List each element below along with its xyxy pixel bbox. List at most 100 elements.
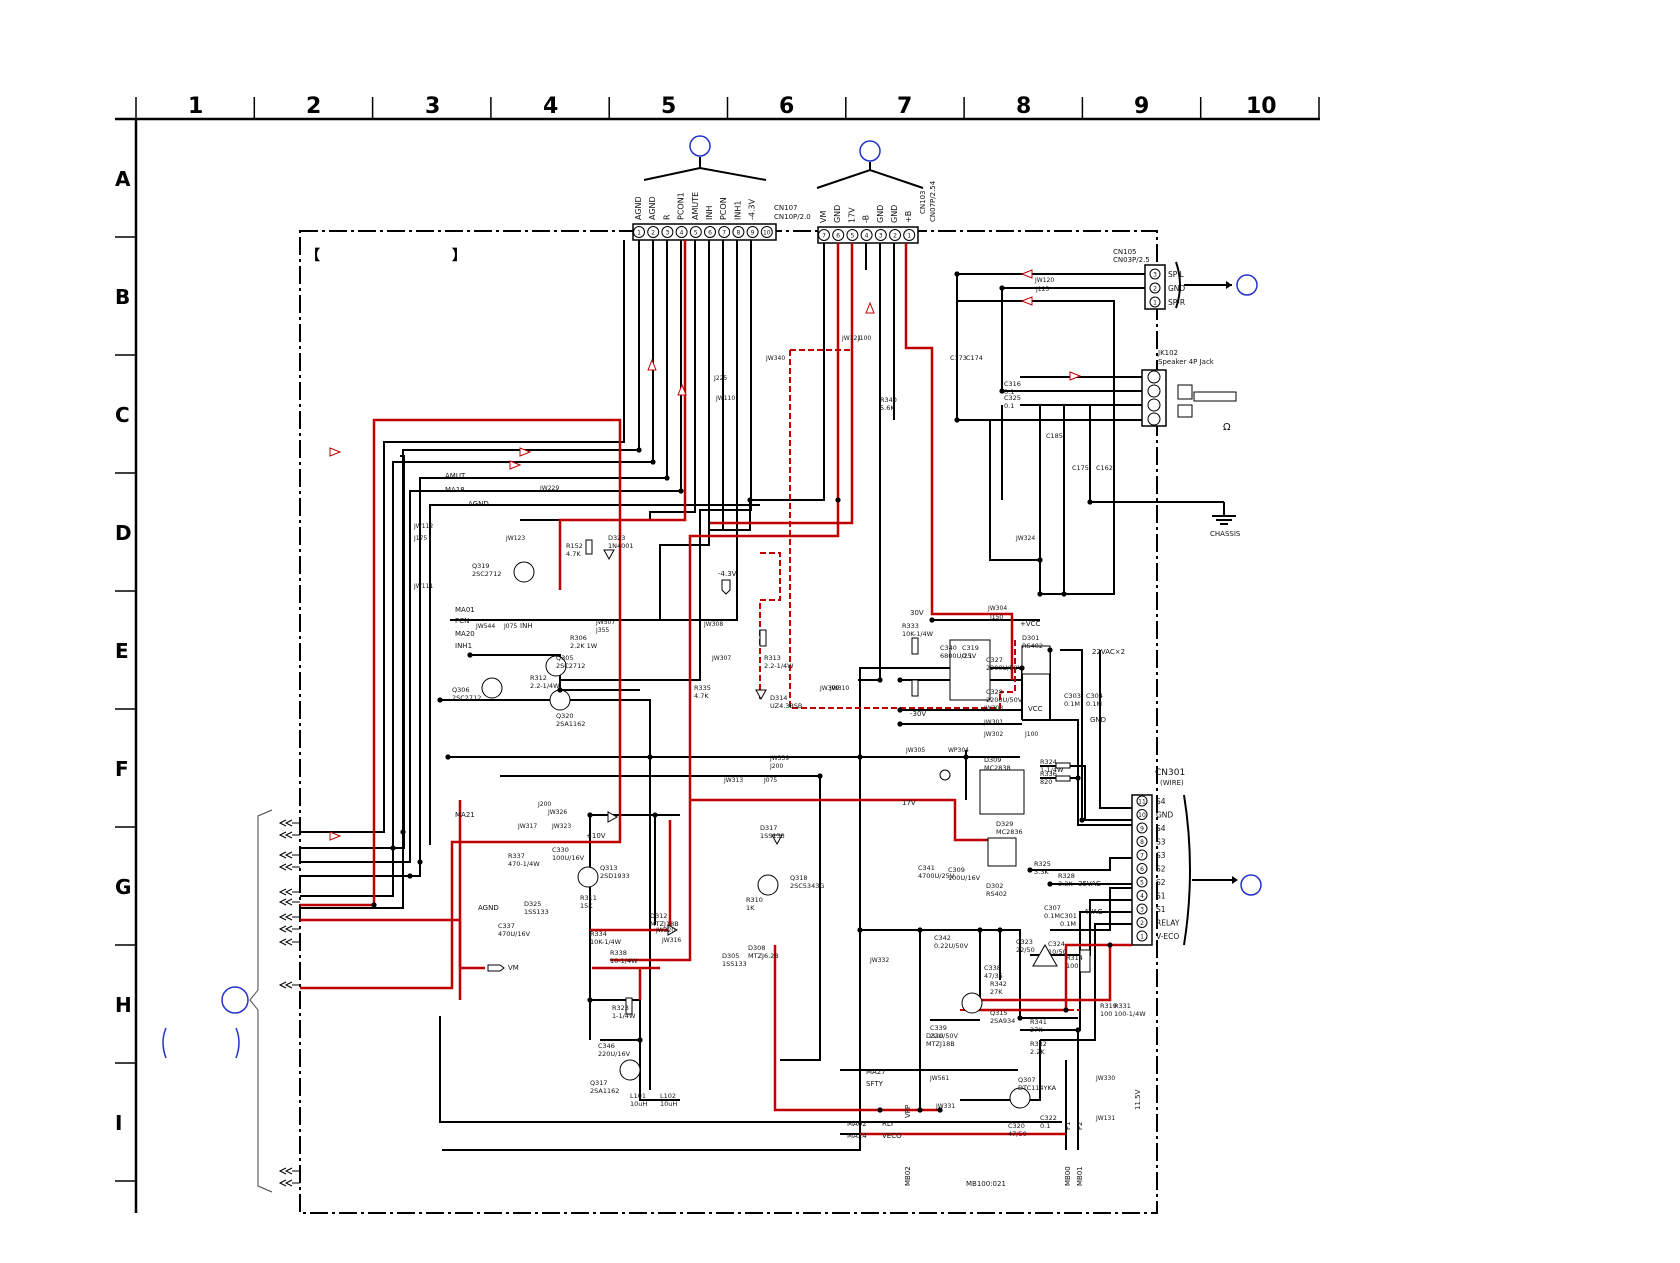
jumper-label: JW544 <box>475 623 495 630</box>
junction-dot <box>857 927 863 933</box>
part-value: 27K <box>1030 1026 1043 1034</box>
part-ref: R312 <box>530 674 547 682</box>
jumper-labels: JW120J125JW121J100JW340JW110J225JW123JW2… <box>413 277 1115 1122</box>
junction-dot <box>636 447 642 453</box>
cn301-pin <box>1136 917 1148 928</box>
cn103-ref: CN103 <box>919 191 927 215</box>
junction-dot <box>1075 1027 1081 1033</box>
junction-dot <box>999 285 1005 291</box>
net-label-agnd: AGND <box>468 500 489 508</box>
connector-tab-vm <box>487 964 505 972</box>
cn107-pin <box>633 226 645 238</box>
cn301-pin-label: GND <box>1156 811 1173 820</box>
part-value: 0.22U/50V <box>934 942 969 950</box>
cn105-pin-label: SP L <box>1168 270 1185 279</box>
row-label-C: C <box>115 403 130 427</box>
transistor-q320 <box>549 689 571 711</box>
resistor-r325 <box>1055 762 1071 769</box>
part-value: MC2836 <box>996 828 1023 836</box>
jumper-label: JW324 <box>1015 535 1035 542</box>
net-label-amut: AMUT <box>445 472 466 480</box>
net-label-minus43v: -4.3V <box>718 570 737 578</box>
jumper-label: JW123 <box>505 535 525 542</box>
part-ref: C340 <box>940 644 957 652</box>
col-label-7: 7 <box>897 94 912 119</box>
col-label-10: 10 <box>1246 94 1277 119</box>
resistor-r336 <box>625 997 633 1015</box>
part-value: 1N4001 <box>608 542 634 550</box>
part-ref: R334 <box>590 930 607 938</box>
col-label-2: 2 <box>306 94 321 119</box>
net-labels: AMUT MA18 AGND MA01 PCN MA20 INH1 INH MA… <box>445 472 1241 1188</box>
jumper-label: JW303 <box>983 705 1003 712</box>
transistor-q315 <box>961 992 983 1014</box>
cn301-pin-number: 11 <box>1138 799 1146 806</box>
net-label-sfty: SFTY <box>866 1080 884 1088</box>
junction-dot <box>467 652 473 658</box>
part-value: 3.3K <box>1034 868 1049 876</box>
resistor-r328 <box>1055 775 1071 782</box>
cn105-pin-label: SP-R <box>1168 298 1185 307</box>
part-ref: C319 <box>962 644 979 652</box>
col-label-3: 3 <box>425 94 440 119</box>
junction-dot <box>997 927 1003 933</box>
cn105-pin-number: 3 <box>1153 272 1157 279</box>
jumper-label: J225 <box>713 375 727 382</box>
junction-dot <box>437 697 443 703</box>
jumper-label: JW131 <box>1095 1115 1115 1122</box>
warning-triangle-icon <box>1032 943 1058 967</box>
part-value: 1SS133 <box>760 832 785 840</box>
part-ref: R341 <box>1030 1018 1047 1026</box>
junction-dot <box>652 812 658 818</box>
part-ref: C328 <box>986 688 1003 696</box>
part-ref: C303 <box>1064 692 1081 700</box>
net-label-veco: VECO <box>882 1132 902 1140</box>
part-value: 4.7K <box>694 692 709 700</box>
cn107-pin <box>732 226 745 238</box>
harness-pin <box>278 981 293 989</box>
part-ref: Q319 <box>472 562 490 570</box>
cn105-pin <box>1149 282 1161 294</box>
cn103-pin-number: 3 <box>879 233 883 240</box>
part-ref: R332 <box>1030 1040 1047 1048</box>
cn301-pin-number: 3 <box>1140 907 1144 914</box>
jumper-label: JW112 <box>413 523 433 530</box>
junction-dot <box>897 721 903 727</box>
part-ref: C320 <box>1008 1122 1025 1130</box>
cn107-pin-label: INH1 <box>733 201 742 220</box>
net-label-17v: 17V <box>902 799 916 807</box>
row-label-A: A <box>115 167 131 191</box>
test-point-wp304 <box>939 769 951 781</box>
junction-dot <box>977 927 983 933</box>
part-ref: D312 <box>650 912 667 920</box>
harness-pin <box>278 913 293 921</box>
junction-dot <box>954 417 960 423</box>
jumper-label: J100 <box>857 335 871 342</box>
part-value: 4700U/25V <box>918 872 955 880</box>
part-value: UZ4.3BSB <box>770 702 802 710</box>
jumper-label: JW110 <box>715 395 735 402</box>
jumper-label: J200 <box>769 763 783 770</box>
part-value: RS402 <box>986 890 1007 898</box>
part-ref: Q315 <box>990 1009 1008 1017</box>
part-value: 100 <box>1100 1010 1112 1018</box>
jumper-label: JW309 <box>819 685 839 692</box>
cn103-pin-label: GND <box>890 205 899 223</box>
transistor-q307 <box>1009 1087 1031 1109</box>
part-value: 0.1M <box>1060 920 1076 928</box>
part-value: 27K <box>990 988 1003 996</box>
part-ref: R313 <box>764 654 781 662</box>
cn103-pin-label: GND <box>876 205 885 223</box>
cn103-pin-number: 1 <box>907 233 911 240</box>
cn301-pin-label: S2 <box>1156 878 1166 887</box>
part-ref: C346 <box>598 1042 615 1050</box>
jumper-label: JW340 <box>765 355 785 362</box>
part-ref: D301 <box>1022 634 1039 642</box>
junction-dot <box>1079 817 1085 823</box>
cn301-pin <box>1136 890 1148 901</box>
diode-array-d309 <box>979 769 1025 815</box>
jk102-desc: Speaker 4P Jack <box>1158 358 1215 366</box>
part-value: 470U/16V <box>498 930 531 938</box>
part-value: 10-1/4W <box>610 957 638 965</box>
junction-dot <box>897 707 903 713</box>
